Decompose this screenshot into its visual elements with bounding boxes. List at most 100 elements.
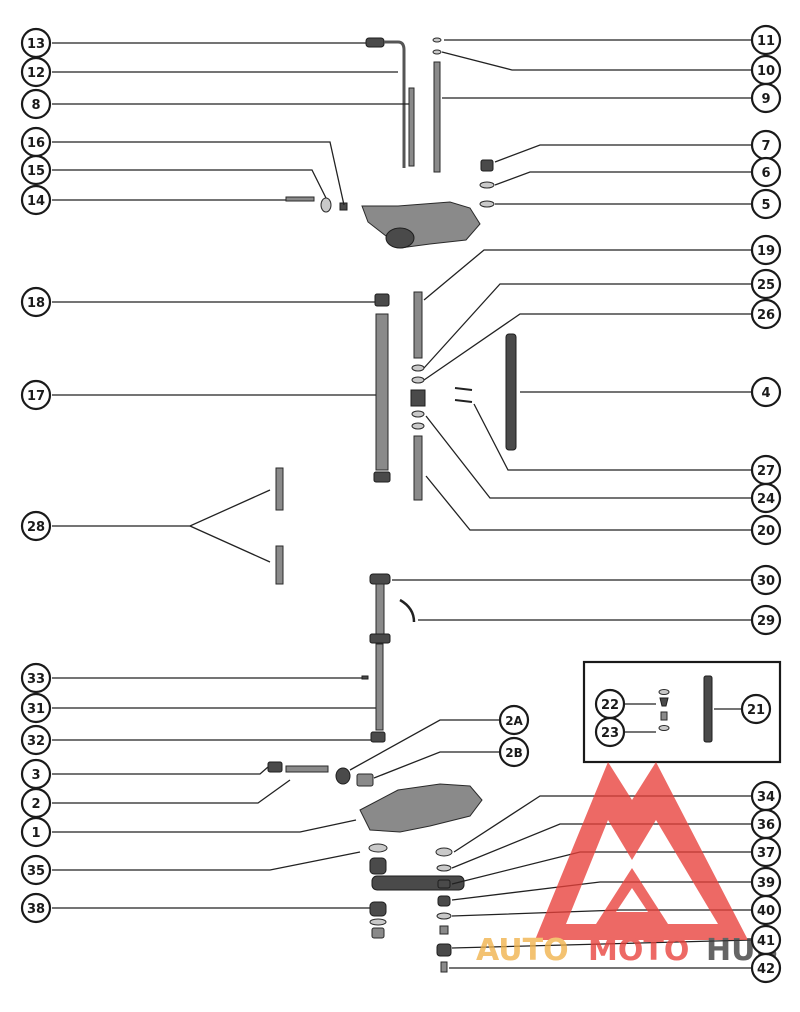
part-38-nut bbox=[369, 901, 387, 917]
watermark-triangle-inner bbox=[596, 868, 668, 924]
part-35-washer bbox=[368, 843, 388, 853]
upper-bracket-hub bbox=[385, 227, 415, 249]
lead-28b bbox=[189, 525, 271, 563]
callout-20: 20 bbox=[750, 514, 782, 546]
part-30-rod bbox=[375, 583, 385, 637]
part-28-bolt-a bbox=[275, 467, 284, 511]
callout-19: 19 bbox=[750, 234, 782, 266]
part-38-washer bbox=[369, 918, 387, 926]
lead-27 bbox=[473, 403, 752, 471]
svg-text:2B: 2B bbox=[505, 746, 523, 760]
svg-text:6: 6 bbox=[761, 166, 770, 181]
callout-3: 3 bbox=[20, 758, 52, 790]
lead-15 bbox=[52, 169, 327, 199]
callout-2: 2 bbox=[20, 787, 52, 819]
callout-11: 11 bbox=[750, 24, 782, 56]
part-24-washer bbox=[411, 410, 425, 418]
part-30-head bbox=[369, 573, 391, 585]
inset-box bbox=[582, 660, 782, 764]
lead-20 bbox=[425, 475, 752, 531]
lead-25 bbox=[423, 283, 752, 369]
watermark-moto: MOTO bbox=[588, 933, 689, 968]
watermark-triangle-outer bbox=[535, 762, 748, 940]
inset-frame bbox=[582, 660, 782, 764]
callout-42: 42 bbox=[750, 952, 782, 984]
svg-text:7: 7 bbox=[761, 139, 770, 154]
callouts-inset: 22 23 21 bbox=[594, 688, 772, 748]
callout-4: 4 bbox=[750, 376, 782, 408]
part-31-rod bbox=[375, 643, 384, 731]
callout-10: 10 bbox=[750, 54, 782, 86]
callout-25: 25 bbox=[750, 268, 782, 300]
lead-26 bbox=[423, 313, 752, 381]
callout-2A: 2A bbox=[498, 704, 530, 736]
part-37-nut bbox=[437, 879, 451, 889]
callout-38: 38 bbox=[20, 892, 52, 924]
watermark-auto: AUTO bbox=[476, 933, 569, 968]
callout-29: 29 bbox=[750, 604, 782, 636]
callout-39: 39 bbox=[750, 866, 782, 898]
callout-14: 14 bbox=[20, 184, 52, 216]
svg-text:17: 17 bbox=[27, 389, 45, 404]
leader-lines bbox=[52, 39, 753, 969]
lead-34 bbox=[453, 795, 752, 853]
svg-text:32: 32 bbox=[27, 734, 45, 749]
svg-text:4: 4 bbox=[761, 386, 770, 401]
part-28-bolt-b bbox=[275, 545, 284, 585]
part-2A-washer bbox=[335, 767, 351, 785]
part-39-nut bbox=[437, 895, 451, 907]
lead-2A bbox=[349, 719, 500, 771]
part-42-screw bbox=[440, 961, 448, 973]
part-23-pin bbox=[660, 711, 668, 721]
lead-40 bbox=[451, 909, 752, 917]
callout-12: 12 bbox=[20, 56, 52, 88]
callout-8: 8 bbox=[20, 88, 52, 120]
svg-text:37: 37 bbox=[757, 846, 775, 861]
svg-text:18: 18 bbox=[27, 296, 45, 311]
callout-30: 30 bbox=[750, 564, 782, 596]
part-38-bolt bbox=[371, 927, 385, 939]
callouts-left: 13 12 8 16 15 14 18 17 28 33 31 32 3 2 1… bbox=[20, 27, 52, 924]
part-29-clip bbox=[399, 598, 416, 623]
part-22-plug bbox=[659, 697, 669, 707]
lead-6 bbox=[494, 171, 752, 186]
callout-35: 35 bbox=[20, 854, 52, 886]
part-32-nut bbox=[370, 731, 386, 743]
callout-17: 17 bbox=[20, 379, 52, 411]
svg-text:16: 16 bbox=[27, 136, 45, 151]
svg-text:8: 8 bbox=[31, 98, 40, 113]
svg-text:2: 2 bbox=[31, 797, 40, 812]
svg-text:36: 36 bbox=[757, 818, 775, 833]
svg-text:39: 39 bbox=[757, 876, 775, 891]
part-17-base bbox=[373, 471, 391, 483]
svg-text:24: 24 bbox=[757, 492, 775, 507]
part-19-rod bbox=[413, 291, 423, 359]
part-26-washer bbox=[411, 376, 425, 384]
callout-5: 5 bbox=[750, 188, 782, 220]
svg-text:11: 11 bbox=[757, 34, 775, 49]
parts-drawings bbox=[267, 37, 517, 973]
svg-text:30: 30 bbox=[757, 574, 775, 589]
part-25-washer bbox=[411, 364, 425, 372]
part-21-rod bbox=[703, 675, 713, 743]
part-41-nut bbox=[436, 943, 452, 957]
lower-bracket bbox=[359, 783, 483, 833]
part-20-rod bbox=[413, 435, 423, 501]
lead-3 bbox=[52, 766, 269, 775]
lead-16 bbox=[52, 141, 345, 206]
svg-text:12: 12 bbox=[27, 66, 45, 81]
part-30-collar bbox=[369, 633, 391, 644]
part-12-rod bbox=[384, 40, 406, 168]
lead-19 bbox=[423, 249, 752, 301]
svg-text:31: 31 bbox=[27, 702, 45, 717]
part-40-bolt bbox=[439, 925, 449, 935]
callout-40: 40 bbox=[750, 894, 782, 926]
svg-text:15: 15 bbox=[27, 164, 45, 179]
callout-36: 36 bbox=[750, 808, 782, 840]
part-14-bolt bbox=[285, 196, 315, 202]
svg-text:27: 27 bbox=[757, 464, 775, 479]
callout-2B: 2B bbox=[498, 736, 530, 768]
svg-text:2A: 2A bbox=[505, 714, 523, 728]
callout-31: 31 bbox=[20, 692, 52, 724]
callout-18: 18 bbox=[20, 286, 52, 318]
